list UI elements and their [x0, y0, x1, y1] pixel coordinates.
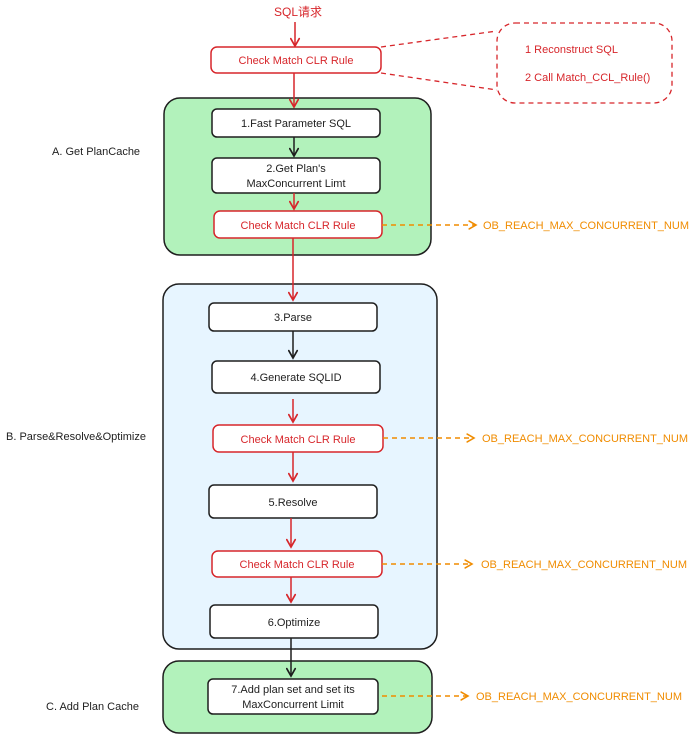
error-code-b2: OB_REACH_MAX_CONCURRENT_NUM	[481, 559, 687, 571]
section-c-label: C. Add Plan Cache	[46, 701, 139, 713]
step-5-label: 5.Resolve	[269, 497, 318, 509]
step-4-label: 4.Generate SQLID	[250, 372, 341, 384]
check-rule-label-b2: Check Match CLR Rule	[240, 559, 355, 571]
step-3-label: 3.Parse	[274, 312, 312, 324]
step-5-box	[208, 484, 378, 519]
note-box	[496, 22, 673, 104]
check-rule-label-a: Check Match CLR Rule	[241, 220, 356, 232]
section-b-container	[162, 283, 438, 650]
step-6-box	[209, 604, 379, 639]
step-2-label-line2: MaxConcurrent Limt	[246, 178, 345, 190]
error-code-b1: OB_REACH_MAX_CONCURRENT_NUM	[482, 433, 688, 445]
step-4-box	[211, 360, 381, 394]
error-code-c: OB_REACH_MAX_CONCURRENT_NUM	[476, 691, 682, 703]
step-7-label-line1: 7.Add plan set and set its	[231, 684, 355, 696]
check-rule-box-top	[210, 46, 382, 74]
step-6-label: 6.Optimize	[268, 617, 321, 629]
section-b-label: B. Parse&Resolve&Optimize	[6, 431, 146, 443]
step-7-label-line2: MaxConcurrent Limit	[242, 699, 343, 711]
check-rule-label-top: Check Match CLR Rule	[239, 55, 354, 67]
step-2-label-line1: 2.Get Plan's	[266, 163, 326, 175]
error-code-a: OB_REACH_MAX_CONCURRENT_NUM	[483, 220, 689, 232]
step-1-box	[211, 108, 381, 138]
diagram-title: SQL请求	[274, 5, 322, 19]
section-a-label: A. Get PlanCache	[52, 146, 140, 158]
step-7-box	[207, 678, 379, 715]
note-line-2: 2 Call Match_CCL_Rule()	[525, 72, 650, 84]
note-connector-lower	[380, 72, 498, 91]
note-line-1: 1 Reconstruct SQL	[525, 44, 618, 56]
step-2-box	[211, 157, 381, 194]
note-connector-upper	[380, 30, 498, 48]
step-1-label: 1.Fast Parameter SQL	[241, 118, 351, 130]
check-rule-label-b1: Check Match CLR Rule	[241, 434, 356, 446]
